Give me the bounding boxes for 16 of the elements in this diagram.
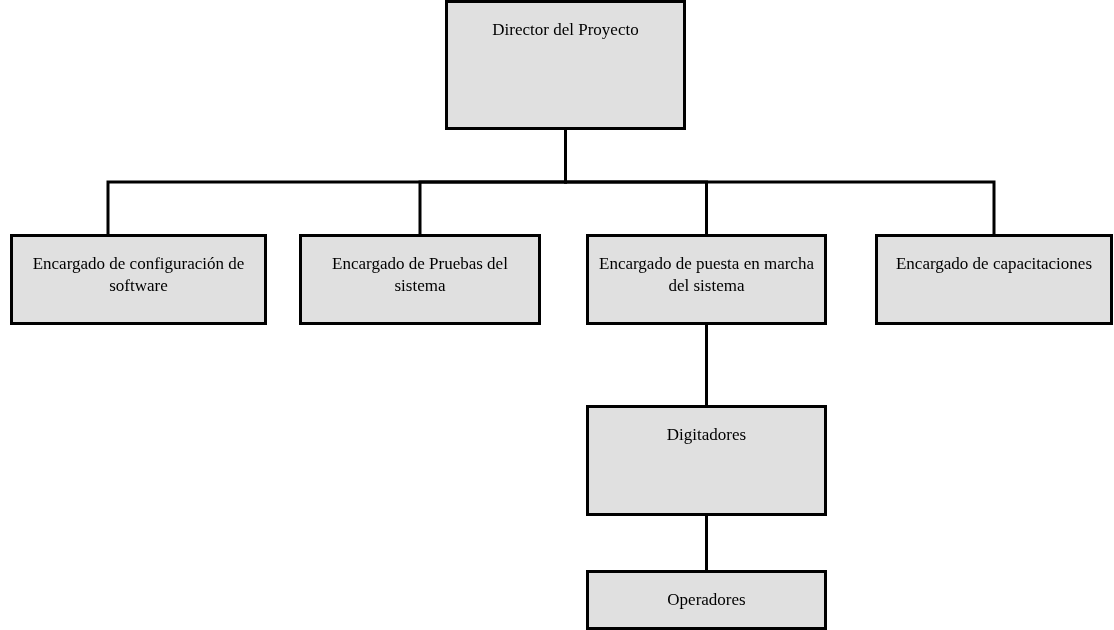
role-box: [586, 405, 827, 516]
role-box: [299, 234, 541, 325]
role-label: Operadores: [667, 589, 746, 611]
connector-line: [705, 516, 708, 570]
role-box: [445, 0, 686, 130]
role-box: [586, 570, 827, 630]
role-label: Encargado de configuración de software: [31, 253, 246, 297]
role-label: Digitadores: [666, 424, 747, 446]
role-box: [586, 234, 827, 325]
role-box: [10, 234, 267, 325]
role-box: [875, 234, 1113, 325]
role-label: Encargado de capacitaciones: [896, 253, 1092, 275]
connector-line: [705, 325, 708, 405]
role-label: Director del Proyecto: [492, 19, 639, 41]
role-label: Encargado de Pruebas del sistema: [331, 253, 509, 297]
role-label: Encargado de puesta en marcha del sistema: [599, 253, 814, 297]
